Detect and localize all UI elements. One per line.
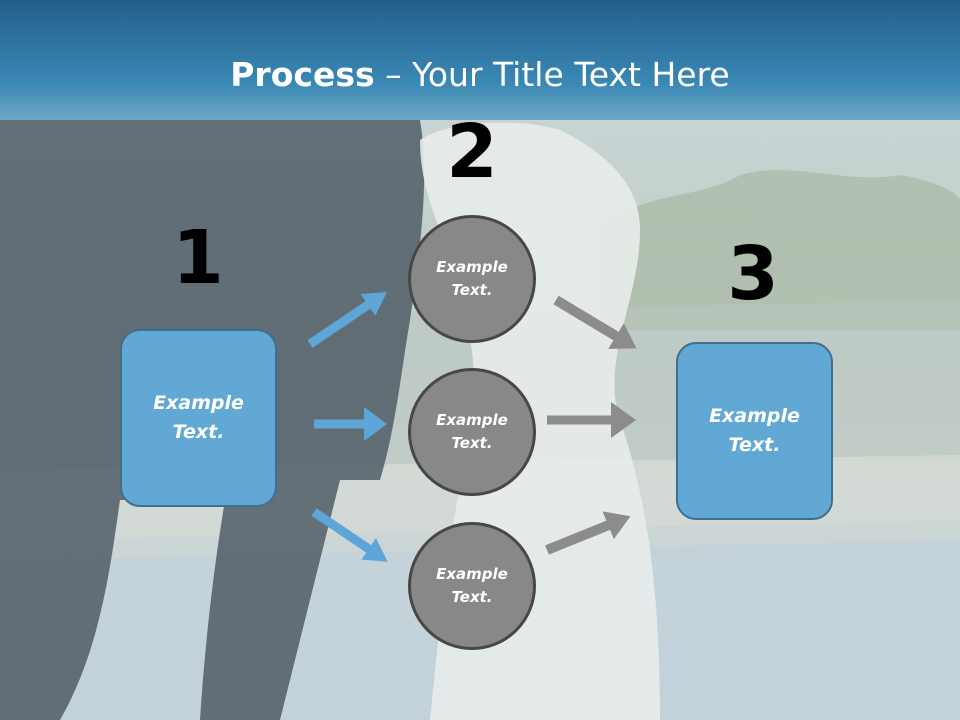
arrow-down-right-icon <box>311 508 388 562</box>
title-rest: – Your Title Text Here <box>374 55 730 94</box>
circle-bottom-label: Example Text. <box>436 565 508 606</box>
right-box-label: Example Text. <box>709 405 800 456</box>
arrow-down-right-icon <box>553 295 637 349</box>
arrow-up-right-icon <box>307 291 388 348</box>
step-number-3: 3 <box>727 231 779 317</box>
circle-bottom[interactable]: Example Text. <box>408 522 536 650</box>
circle-middle[interactable]: Example Text. <box>408 368 536 496</box>
step-number-1: 1 <box>172 215 224 301</box>
left-text-box[interactable]: Example Text. <box>120 329 277 507</box>
slide-title: Process – Your Title Text Here <box>0 50 960 100</box>
title-bold: Process <box>230 55 375 94</box>
left-box-label: Example Text. <box>153 392 244 443</box>
circle-middle-label: Example Text. <box>436 411 508 452</box>
right-text-box[interactable]: Example Text. <box>676 342 833 520</box>
arrow-right-icon <box>547 402 636 438</box>
circle-top[interactable]: Example Text. <box>408 215 536 343</box>
step-number-2: 2 <box>446 109 498 195</box>
arrow-right-icon <box>314 407 387 441</box>
arrow-up-right-icon <box>545 511 631 555</box>
circle-top-label: Example Text. <box>436 258 508 299</box>
